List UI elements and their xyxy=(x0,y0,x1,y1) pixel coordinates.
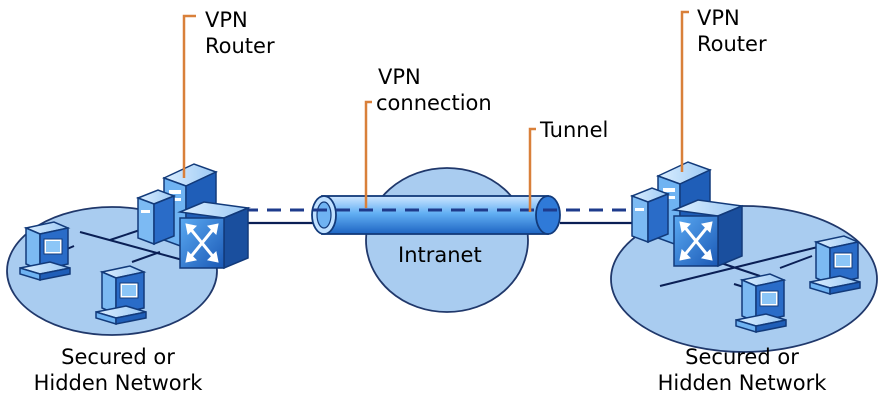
callout-lines xyxy=(182,10,689,212)
vpn-connection-label: VPN connection xyxy=(376,64,492,116)
right-network-label-line2: Hidden Network xyxy=(657,371,827,395)
right-network-label: Secured or Hidden Network xyxy=(637,344,847,396)
left-router-label: VPN Router xyxy=(205,7,275,59)
right-network-label-line1: Secured or xyxy=(685,345,799,369)
left-computer-icon xyxy=(19,221,71,281)
left-computer-icon xyxy=(95,265,147,325)
right-computer-icon xyxy=(735,273,787,333)
left-router-label-line2: Router xyxy=(205,34,275,58)
left-network-label-line1: Secured or xyxy=(61,345,175,369)
right-router-label: VPN Router xyxy=(697,5,767,57)
intranet-ellipse xyxy=(365,167,529,313)
right-router-label-line2: Router xyxy=(697,32,767,56)
tunnel-label: Tunnel xyxy=(540,118,609,142)
left-network-label: Secured or Hidden Network xyxy=(18,344,218,396)
vpn-connection-label-line1: VPN xyxy=(378,65,421,89)
vpn-tunnel xyxy=(311,195,561,235)
vpn-connection-label-line2: connection xyxy=(376,91,492,115)
left-network-label-line2: Hidden Network xyxy=(33,371,203,395)
right-router-label-line1: VPN xyxy=(697,6,740,30)
left-router-label-line1: VPN xyxy=(205,8,248,32)
right-computer-icon xyxy=(809,235,861,295)
intranet-label: Intranet xyxy=(398,243,482,267)
